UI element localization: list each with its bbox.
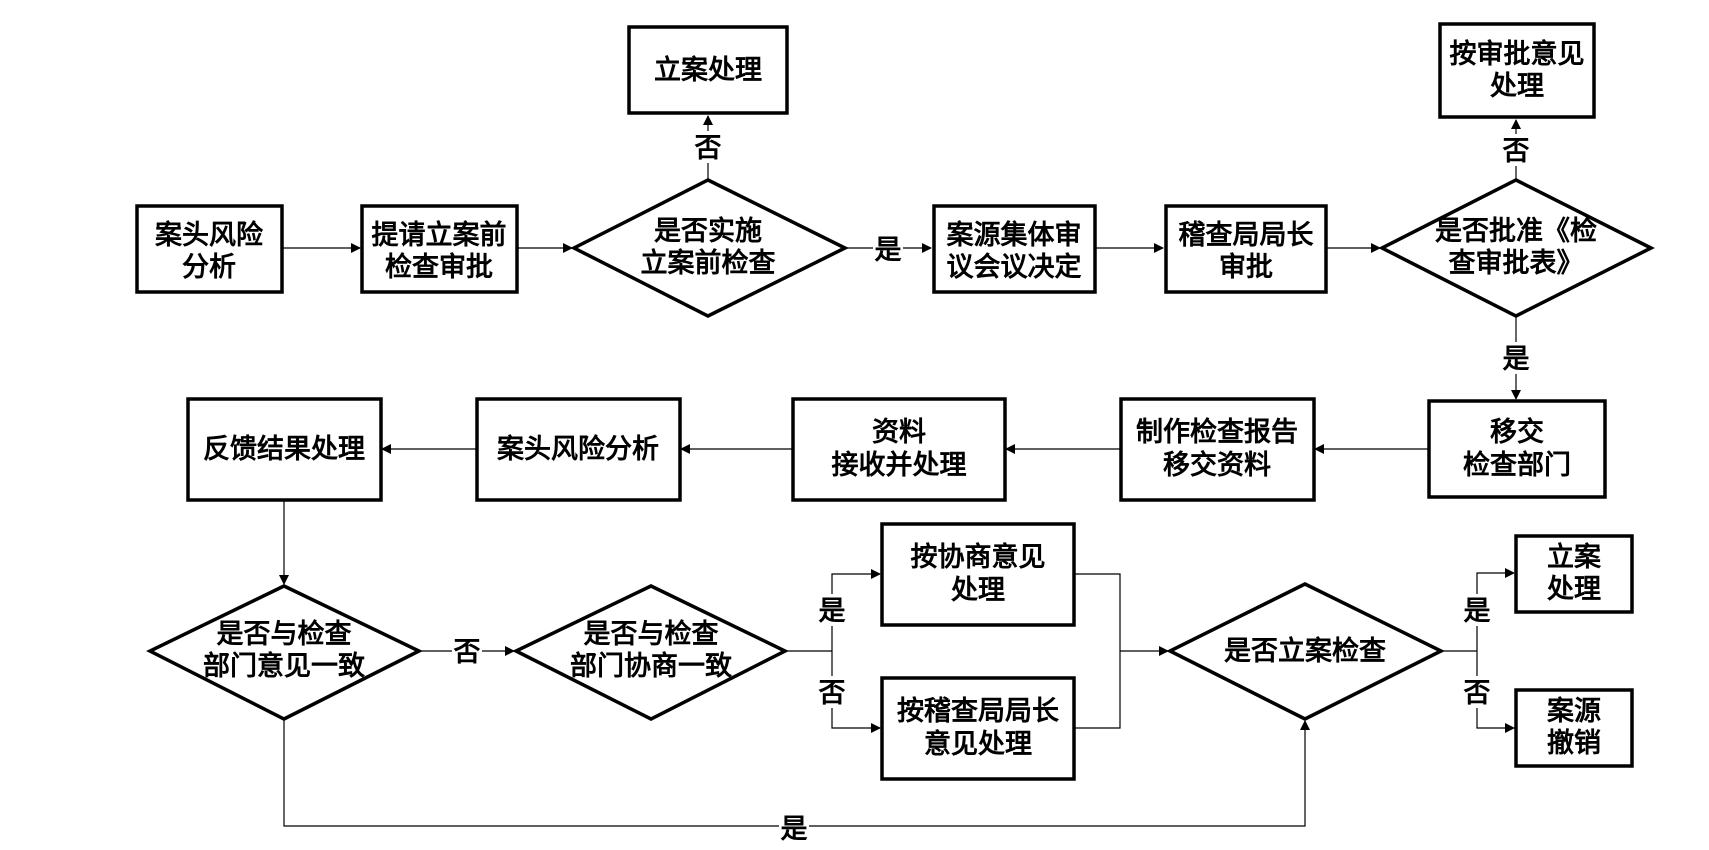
- node-label-line: 是否立案检查: [1224, 635, 1386, 667]
- node-label-line: 立案处理: [654, 54, 762, 86]
- node-label-line: 提请立案前: [372, 219, 507, 251]
- node-feedback-handling: 反馈结果处理: [186, 397, 383, 502]
- edge-label-filecase-yes: 是: [1464, 596, 1491, 627]
- edge-label-negotiation-yes: 是: [819, 596, 846, 627]
- node-director-approval: 稽查局局长 审批: [1164, 204, 1328, 294]
- node-label-line: 是否批准《检: [1435, 215, 1597, 247]
- edge-label-consistent-yes: 是: [781, 814, 808, 845]
- node-label-line: 处理: [950, 575, 1005, 606]
- node-handle-by-opinion: 按审批意见 处理: [1438, 22, 1596, 119]
- node-label-line: 接收并处理: [832, 449, 967, 481]
- node-label-line: 撤销: [1547, 727, 1601, 759]
- edge-label-approveform-no: 否: [1503, 136, 1530, 167]
- node-label-line: 议会议决定: [947, 251, 1082, 283]
- node-label-line: 意见处理: [924, 728, 1032, 760]
- node-label-line: 检查部门: [1463, 449, 1571, 481]
- node-label-line: 案头风险分析: [496, 433, 659, 465]
- node-label-line: 案源集体审: [946, 219, 1082, 251]
- node-label-line: 查审批表》: [1449, 247, 1584, 279]
- edge-label-precheck-yes: 是: [875, 235, 902, 266]
- node-collective-review: 案源集体审 议会议决定: [932, 204, 1097, 294]
- node-label-line: 稽查局局长: [1179, 220, 1315, 251]
- edge-label-approveform-yes: 是: [1503, 344, 1530, 375]
- node-risk-analysis-1: 案头风险 分析: [135, 204, 284, 294]
- node-label-line: 立案前检查: [641, 247, 776, 279]
- node-submit-pre-approval: 提请立案前 检查审批: [360, 204, 519, 294]
- edge-label-precheck-no: 否: [695, 133, 722, 164]
- node-handle-by-negotiation: 按协商意见 处理: [880, 522, 1076, 627]
- edge-consistent-to-filecasedecision: [283, 719, 1310, 827]
- node-label-line: 是否与检查: [217, 618, 352, 650]
- node-label-line: 处理: [1489, 71, 1544, 102]
- node-file-case-2: 立案 处理: [1514, 534, 1634, 614]
- node-handle-by-director: 按稽查局局长 意见处理: [880, 676, 1076, 781]
- node-risk-analysis-2: 案头风险分析: [475, 397, 682, 502]
- node-label-line: 移交资料: [1163, 449, 1271, 481]
- node-decision-consistent: 是否与检查 部门意见一致: [146, 584, 423, 721]
- node-label-line: 反馈结果处理: [203, 434, 365, 465]
- nodes: 案头风险 分析 提请立案前 检查审批 是否实施 立案前检查 立案处理 案源集体审…: [135, 22, 1655, 781]
- node-file-case-1: 立案处理: [627, 25, 789, 115]
- edge-labels: 否 是 否 是 是 否 否 是 是 否: [452, 131, 1531, 845]
- node-label-line: 处理: [1546, 574, 1601, 605]
- node-decision-approve-form: 是否批准《检 查审批表》: [1378, 178, 1655, 318]
- node-transfer-inspection: 移交 检查部门: [1427, 399, 1607, 499]
- edge-label-negotiation-no: 否: [819, 678, 846, 709]
- edge-handledirector-to-merge: [1074, 651, 1121, 729]
- node-label-line: 部门意见一致: [203, 650, 365, 682]
- node-label-line: 审批: [1219, 251, 1273, 283]
- node-label-line: 案头风险: [154, 219, 264, 251]
- edge-label-consistent-no: 否: [454, 637, 481, 668]
- node-label-line: 案源: [1546, 695, 1601, 727]
- node-label-line: 是否与检查: [584, 618, 719, 650]
- node-decision-pre-check: 是否实施 立案前检查: [570, 178, 849, 318]
- node-label-line: 立案: [1547, 541, 1602, 573]
- node-label-line: 资料: [872, 417, 926, 448]
- node-label-line: 检查审批: [385, 251, 493, 283]
- node-label-line: 是否实施: [654, 215, 762, 247]
- node-label-line: 按审批意见: [1450, 38, 1585, 70]
- node-revoke-case: 案源 撤销: [1514, 688, 1634, 768]
- node-label-line: 按稽查局局长: [897, 695, 1060, 727]
- node-label-line: 移交: [1490, 416, 1544, 448]
- node-receive-materials: 资料 接收并处理: [791, 397, 1007, 502]
- node-label-line: 制作检查报告: [1136, 416, 1298, 448]
- node-decision-file-case: 是否立案检查: [1166, 582, 1445, 721]
- node-label-line: 分析: [182, 252, 236, 283]
- node-label-line: 按协商意见: [911, 541, 1046, 573]
- node-make-report: 制作检查报告 移交资料: [1119, 397, 1316, 502]
- node-decision-negotiation: 是否与检查 部门协商一致: [512, 584, 789, 721]
- node-label-line: 部门协商一致: [570, 650, 732, 682]
- edge-label-filecase-no: 否: [1464, 678, 1491, 709]
- edge-handlenegotiation-to-merge: [1074, 573, 1121, 651]
